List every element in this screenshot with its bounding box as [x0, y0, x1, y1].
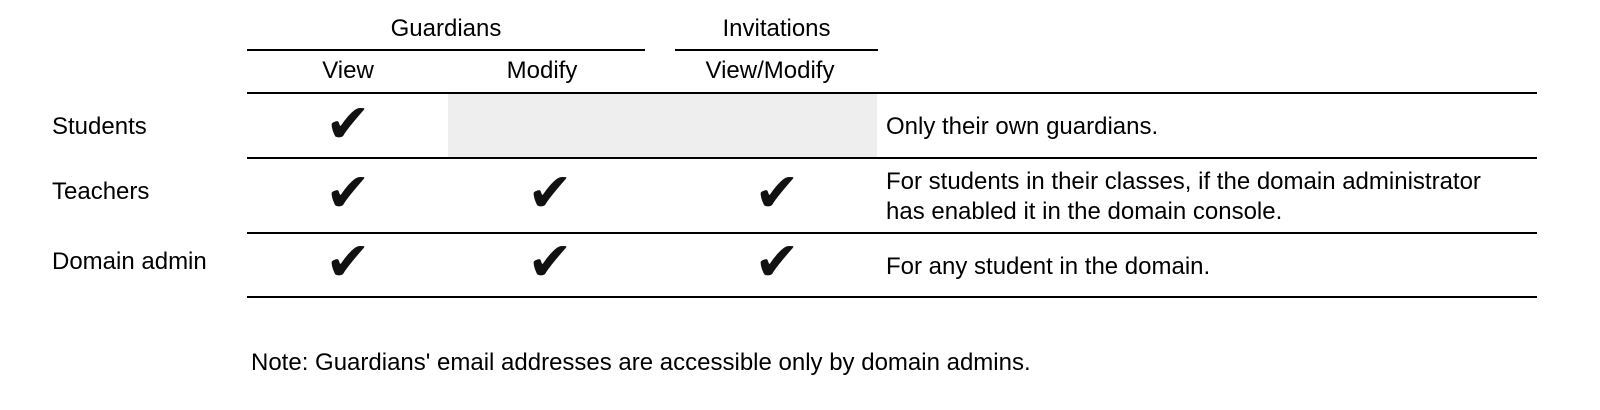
- note-line: has enabled it in the domain console.: [886, 198, 1283, 225]
- col-header-view: View: [322, 57, 374, 84]
- note-line: Only their own guardians.: [886, 113, 1159, 140]
- note-teachers: For students in their classes, if the do…: [886, 167, 1586, 227]
- note-line: For any student in the domain.: [886, 253, 1211, 280]
- note-line: For students in their classes, if the do…: [886, 168, 1481, 195]
- check-icon: ✔: [754, 230, 800, 293]
- guardians-underline: [247, 49, 645, 51]
- group-header-guardians: Guardians: [390, 15, 502, 42]
- note-domain-admin: For any student in the domain.: [886, 253, 1586, 281]
- group-header-invitations: Invitations: [722, 15, 831, 42]
- row-label-students: Students: [52, 113, 147, 140]
- check-icon: ✔: [527, 230, 573, 293]
- check-icon: ✔: [527, 161, 573, 224]
- students-row-rule: [247, 157, 1537, 159]
- invitations-underline: [675, 49, 878, 51]
- check-icon: ✔: [325, 161, 371, 224]
- check-icon: ✔: [325, 92, 371, 155]
- col-header-view-modify: View/Modify: [705, 57, 835, 84]
- row-label-teachers: Teachers: [52, 178, 150, 205]
- header-rule: [247, 92, 1537, 94]
- check-icon: ✔: [325, 230, 371, 293]
- teachers-row-rule: [247, 232, 1537, 234]
- students-no-permission-cell: [448, 94, 877, 157]
- col-header-modify: Modify: [506, 57, 578, 84]
- check-icon: ✔: [754, 161, 800, 224]
- bottom-rule: [247, 296, 1537, 298]
- footnote: Note: Guardians' email addresses are acc…: [251, 349, 1031, 376]
- note-students: Only their own guardians.: [886, 113, 1586, 141]
- row-label-domain-admin: Domain admin: [52, 248, 207, 275]
